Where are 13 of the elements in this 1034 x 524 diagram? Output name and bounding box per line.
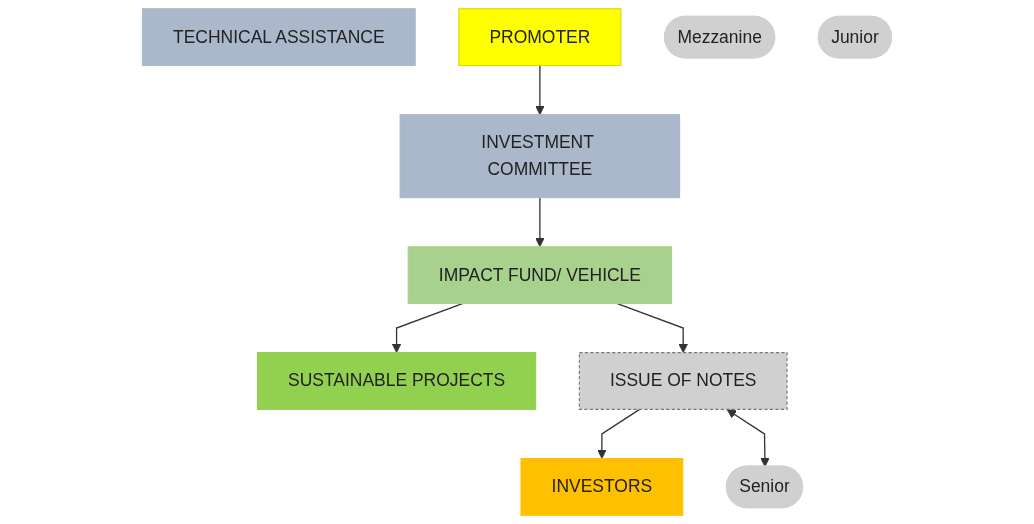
node-box: ISSUE OF NOTES <box>578 352 788 410</box>
node-box: TECHNICAL ASSISTANCE <box>141 8 416 67</box>
arrow <box>726 409 770 468</box>
arrow <box>535 64 545 116</box>
node-box: PROMOTER <box>458 8 622 67</box>
arrow <box>597 408 641 459</box>
node-box: INVESTMENT COMMITTEE <box>399 114 681 199</box>
arrow <box>616 302 688 354</box>
node-box: SUSTAINABLE PROJECTS <box>256 352 537 410</box>
arrow <box>535 196 545 248</box>
node-box: IMPACT FUND/ VEHICLE <box>407 246 673 305</box>
node-box: INVESTORS <box>520 457 684 516</box>
arrow <box>391 302 464 354</box>
